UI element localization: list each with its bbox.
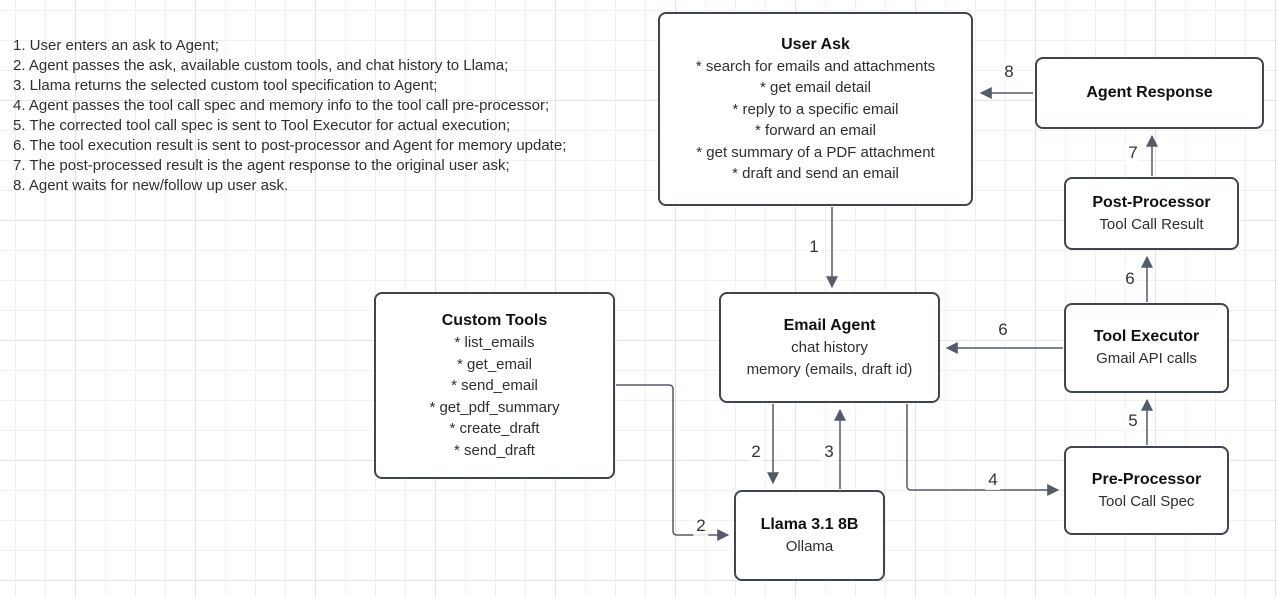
node-subtitle: Ollama	[785, 537, 834, 555]
custom-tool-item: * get_email	[456, 355, 533, 373]
node-title: Pre-Processor	[1091, 470, 1202, 488]
edge-label-6-to-post-processor: 6	[1122, 269, 1138, 289]
node-subtitle: Tool Call Result	[1099, 215, 1204, 233]
custom-tool-item: * send_email	[451, 377, 538, 394]
custom-tool-item: * list_emails	[454, 334, 535, 351]
user-ask-item: * get email detail	[760, 79, 871, 96]
edge-label-5: 5	[1125, 411, 1141, 431]
user-ask-item: * draft and send an email	[732, 165, 899, 182]
custom-tool-item: * get_pdf_summary	[429, 398, 560, 416]
step-line-7: 7. The post-processed result is the agen…	[13, 157, 510, 174]
node-title: Llama 3.1 8B	[760, 515, 859, 533]
step-line-5: 5. The corrected tool call spec is sent …	[13, 117, 511, 134]
node-title: User Ask	[781, 35, 850, 53]
node-title: Email Agent	[783, 317, 876, 334]
node-user-ask[interactable]: User Ask * search for emails and attachm…	[658, 12, 973, 206]
edge-label-2-custom-tools: 2	[693, 516, 709, 536]
node-pre-processor[interactable]: Pre-Processor Tool Call Spec	[1064, 446, 1229, 535]
step-line-3: 3. Llama returns the selected custom too…	[13, 77, 438, 94]
email-agent-line: memory (emails, draft id)	[746, 360, 913, 378]
edge-2-custom-tools-to-llama[interactable]	[616, 384, 730, 541]
node-tool-executor[interactable]: Tool Executor Gmail API calls	[1064, 303, 1229, 393]
node-email-agent[interactable]: Email Agent chat history memory (emails,…	[719, 292, 940, 403]
step-line-2: 2. Agent passes the ask, available custo…	[13, 57, 509, 74]
node-title: Agent Response	[1086, 84, 1213, 101]
edge-label-1: 1	[806, 237, 822, 257]
node-llama[interactable]: Llama 3.1 8B Ollama	[734, 490, 885, 581]
edge-label-7: 7	[1125, 143, 1141, 163]
edge-4-email-agent-to-pre-processor[interactable]	[906, 404, 1060, 496]
step-line-6: 6. The tool execution result is sent to …	[13, 137, 567, 154]
custom-tool-item: * create_draft	[449, 420, 540, 437]
node-subtitle: Gmail API calls	[1096, 350, 1197, 368]
edge-label-2-email-agent: 2	[748, 442, 764, 462]
node-post-processor[interactable]: Post-Processor Tool Call Result	[1064, 177, 1239, 250]
step-line-8: 8. Agent waits for new/follow up user as…	[13, 177, 289, 194]
user-ask-item: * search for emails and attachments	[695, 57, 936, 75]
node-agent-response[interactable]: Agent Response	[1035, 57, 1264, 129]
edge-label-3: 3	[821, 442, 837, 462]
user-ask-item: * forward an email	[755, 122, 876, 139]
edge-label-8: 8	[1001, 62, 1017, 82]
step-line-4: 4. Agent passes the tool call spec and m…	[13, 97, 550, 114]
process-steps-list: 1. User enters an ask to Agent; 2. Agent…	[13, 36, 566, 196]
node-subtitle: Tool Call Spec	[1098, 492, 1195, 510]
node-custom-tools[interactable]: Custom Tools * list_emails * get_email *…	[374, 292, 615, 479]
node-title: Post-Processor	[1092, 193, 1211, 211]
edge-label-4: 4	[985, 470, 1001, 490]
custom-tool-item: * send_draft	[454, 441, 535, 459]
node-title: Tool Executor	[1093, 328, 1200, 346]
user-ask-item: * get summary of a PDF attachment	[696, 143, 935, 161]
step-line-1: 1. User enters an ask to Agent;	[13, 37, 219, 54]
email-agent-line: chat history	[791, 339, 868, 356]
node-title: Custom Tools	[441, 312, 548, 329]
edge-label-6-to-email-agent: 6	[995, 320, 1011, 340]
user-ask-item: * reply to a specific email	[732, 100, 899, 118]
